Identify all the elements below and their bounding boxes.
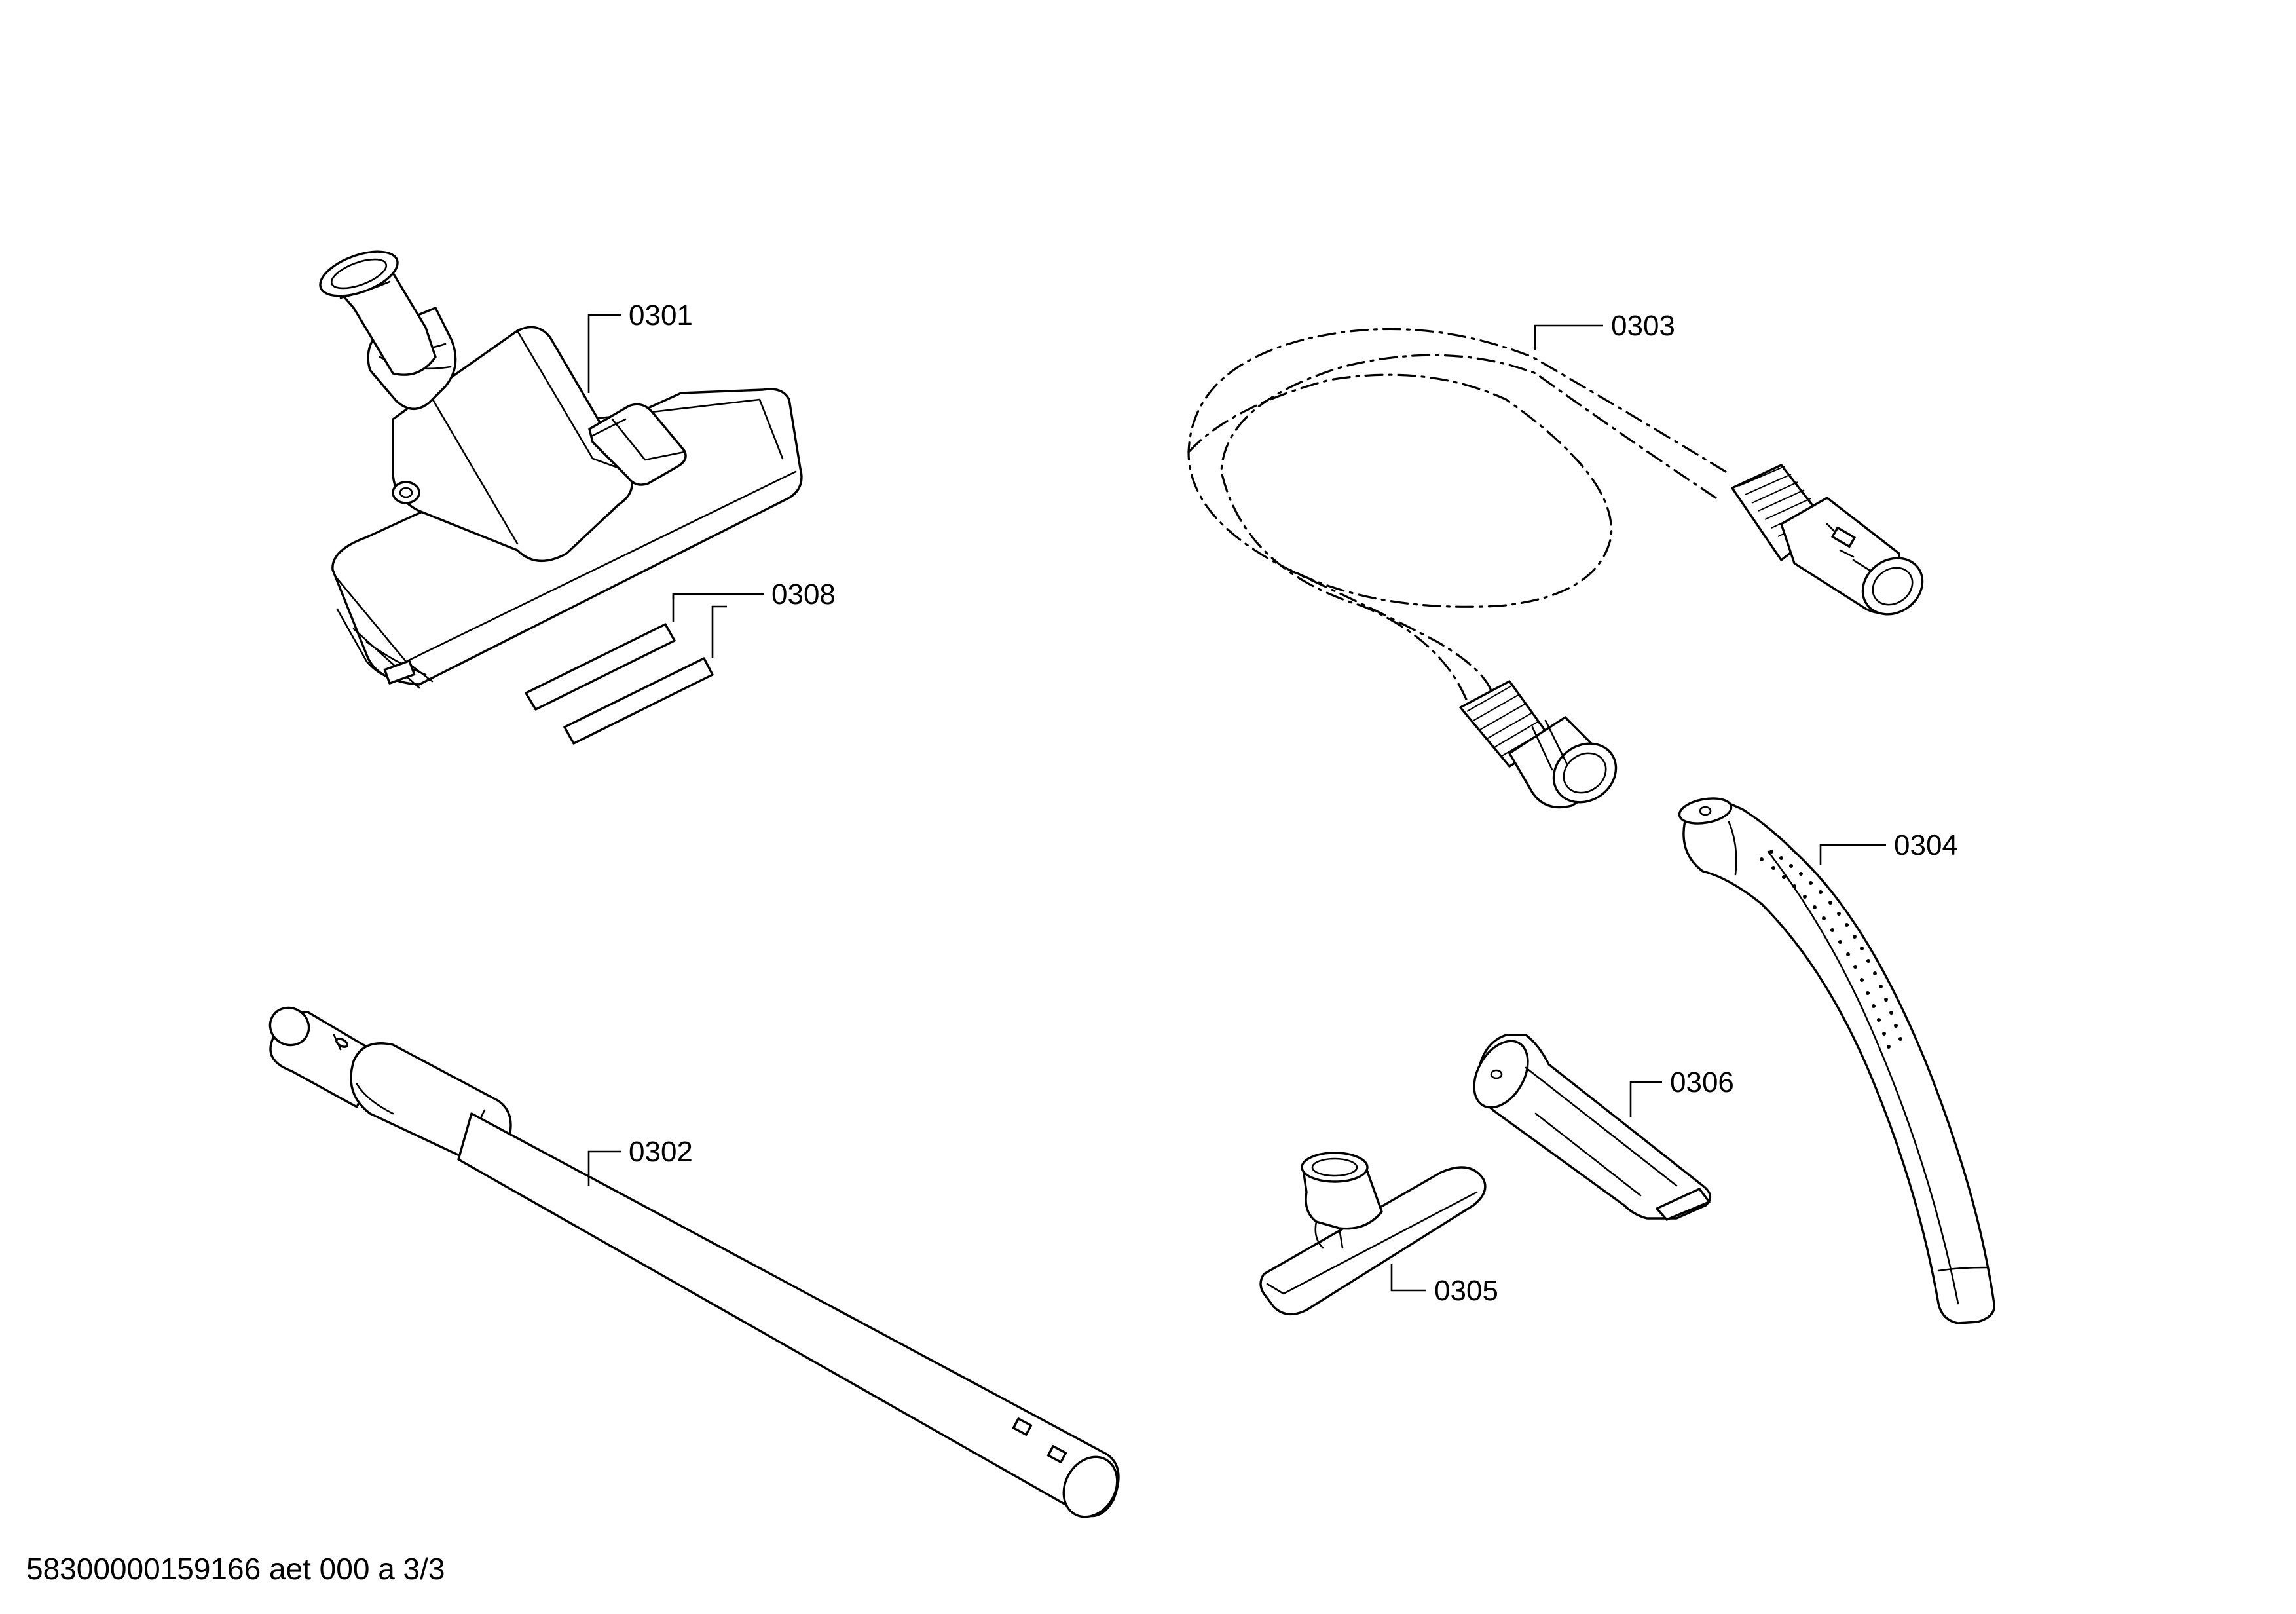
callout-0305: 0305 xyxy=(1434,1275,1498,1307)
extension-tube-part xyxy=(268,1006,1120,1518)
document-footer-id: 58300000159166 aet 000 a 3/3 xyxy=(26,1552,445,1586)
suction-hose-part xyxy=(1187,328,1924,809)
callout-0303: 0303 xyxy=(1611,310,1675,342)
callout-0302: 0302 xyxy=(629,1136,693,1168)
crevice-nozzle-part xyxy=(1473,1034,1712,1221)
upholstery-nozzle-part xyxy=(1259,1152,1487,1316)
hose-handle-part xyxy=(1678,797,1995,1324)
callout-0306: 0306 xyxy=(1670,1066,1734,1098)
callout-0304: 0304 xyxy=(1894,829,1958,861)
callout-0308: 0308 xyxy=(771,578,836,610)
handle-grip-dots xyxy=(1760,850,1902,1049)
floor-nozzle-part xyxy=(319,250,803,689)
callout-0301: 0301 xyxy=(629,299,693,331)
brush-strip-part xyxy=(525,623,714,745)
leader-lines xyxy=(587,314,1886,1292)
